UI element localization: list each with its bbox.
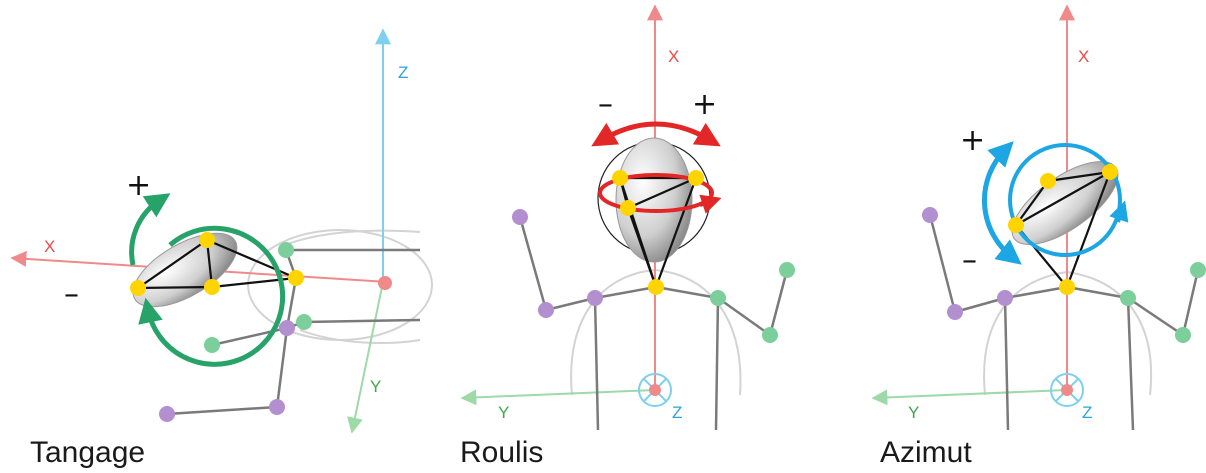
z-axis-toward-viewer: [638, 373, 672, 407]
joint-yellow: [612, 170, 628, 186]
panel-caption: Roulis: [460, 436, 543, 469]
joints: [512, 170, 795, 343]
joint-yellow: [204, 279, 220, 295]
joint-yellow: [288, 270, 304, 286]
z-axis-label: Z: [398, 63, 408, 82]
joint-yellow: [130, 280, 146, 296]
y-axis: [347, 281, 384, 434]
joint-purple: [947, 304, 963, 320]
minus-sign: –: [962, 243, 977, 278]
joint-green: [1190, 262, 1206, 278]
y-axis: [460, 389, 656, 406]
body-outline: [284, 229, 421, 344]
rotation-arc-outer: [981, 141, 1022, 265]
joint-green: [204, 337, 220, 353]
head-ellipsoid: [1011, 161, 1119, 245]
x-axis-label: X: [668, 47, 679, 66]
rotation-ring: [598, 173, 714, 213]
skeleton-bones: [518, 216, 789, 431]
joint-yellow: [199, 232, 215, 248]
plus-sign: +: [692, 87, 717, 122]
rotation-ring: [138, 225, 286, 367]
joint-green: [1120, 290, 1136, 306]
z-axis-toward-viewer: [1050, 373, 1084, 407]
y-axis-label: Y: [498, 403, 509, 422]
joint-green: [762, 327, 778, 343]
panel-tangage: X Z Y + –: [10, 28, 433, 469]
joint-purple: [269, 399, 285, 415]
minus-sign: –: [64, 277, 79, 312]
joint-yellow: [620, 200, 636, 216]
joint-yellow: [1040, 173, 1056, 189]
joint-green: [710, 290, 726, 306]
joints: [130, 232, 392, 422]
joint-purple: [279, 320, 295, 336]
joint-purple: [997, 290, 1013, 306]
skeleton-bones: [928, 214, 1200, 431]
rotation-arc-outer: [129, 193, 171, 266]
z-axis-label: Z: [672, 403, 682, 422]
joint-green: [779, 262, 795, 278]
z-axis-label: Z: [1082, 403, 1092, 422]
rotation-ring-arrowhead: [699, 194, 722, 214]
joint-purple: [587, 290, 603, 306]
joint-yellow: [648, 279, 664, 295]
rotation-ring-arrowhead: [1109, 200, 1129, 223]
joint-yellow: [688, 170, 704, 186]
joint-green: [278, 242, 294, 258]
x-axis-label: X: [1078, 47, 1089, 66]
minus-sign: –: [598, 87, 613, 122]
panel-caption: Tangage: [30, 436, 145, 469]
panel-caption: Azimut: [880, 436, 972, 469]
joint-purple: [922, 207, 938, 223]
joints: [922, 164, 1206, 343]
y-axis: [871, 389, 1068, 406]
head-frame: [618, 176, 698, 288]
plus-sign: +: [960, 123, 985, 158]
joint-green: [296, 314, 312, 330]
joint-yellow: [1102, 164, 1118, 180]
x-axis-label: X: [44, 237, 55, 256]
joint-purple: [538, 302, 554, 318]
joint-green: [1175, 327, 1191, 343]
joint-purple: [512, 209, 528, 225]
joint-purple: [159, 406, 175, 422]
y-axis-label: Y: [908, 403, 919, 422]
rotation-arc-outer: [591, 121, 721, 147]
plus-sign: +: [126, 168, 151, 203]
joint-yellow: [1059, 279, 1075, 295]
y-axis-label: Y: [370, 377, 381, 396]
joint-yellow: [1008, 217, 1024, 233]
panel-roulis: X Y Z: [460, 4, 795, 469]
origin-point: [378, 276, 392, 290]
panel-azimut: X Y Z +: [871, 4, 1206, 469]
